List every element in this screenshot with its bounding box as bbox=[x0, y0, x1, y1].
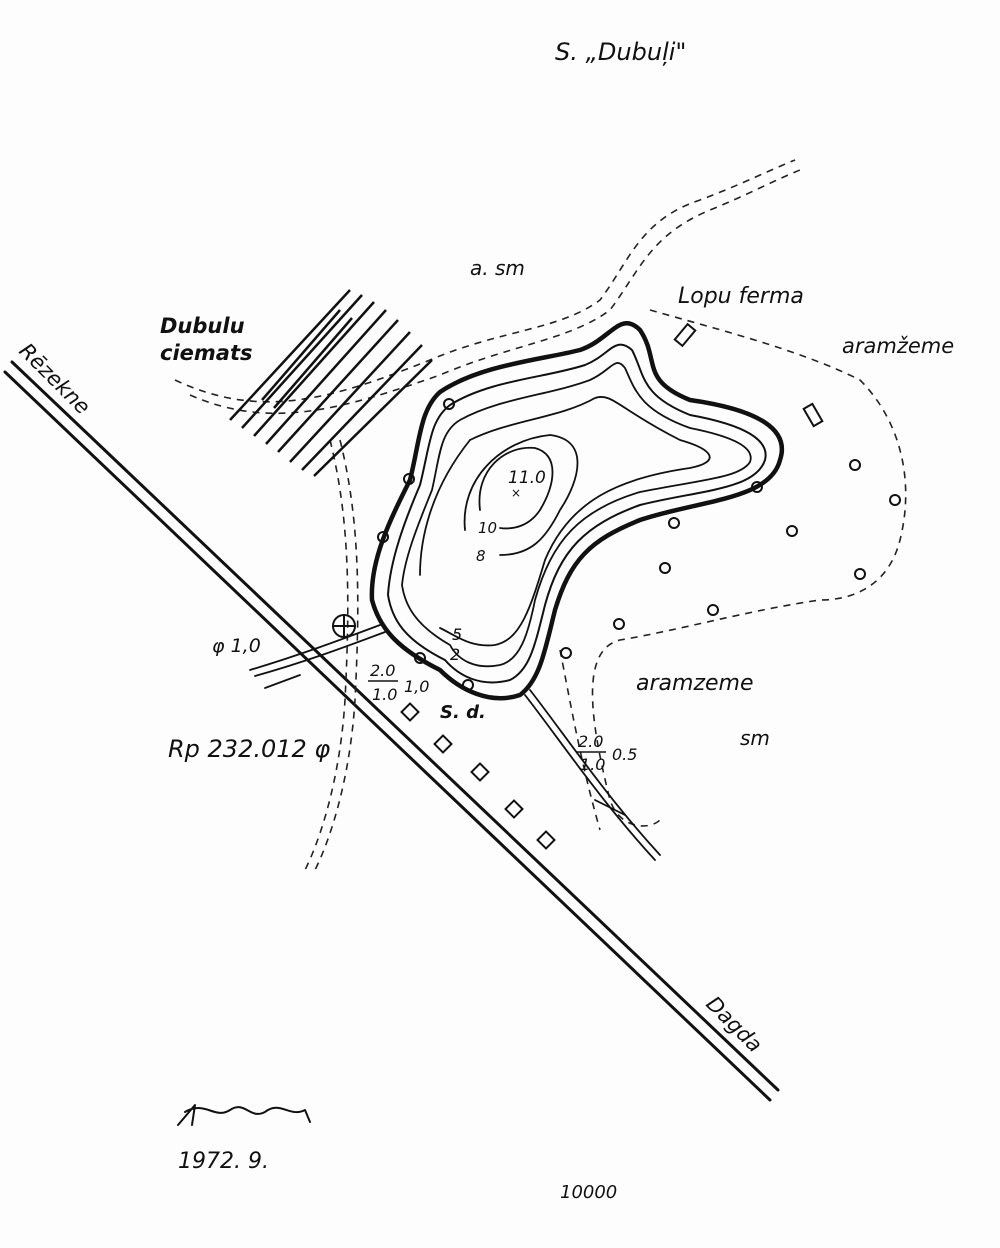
lake bbox=[369, 321, 784, 701]
depth-east-side: 0.5 bbox=[612, 745, 637, 764]
village-hatch bbox=[229, 289, 433, 477]
pipe-label: φ 1,0 bbox=[212, 635, 261, 657]
arable-label-2: aramzeme bbox=[636, 671, 754, 696]
road bbox=[3, 360, 780, 1102]
well-symbol bbox=[332, 614, 356, 638]
depth-east-num: 2.0 bbox=[578, 732, 603, 751]
date-label: 1972. 9. bbox=[178, 1149, 269, 1174]
scale-label: 10000 bbox=[560, 1182, 617, 1203]
contour-5-label: 5 bbox=[452, 625, 462, 644]
road-label-rezekne: Rēzekne bbox=[14, 339, 95, 420]
depth-west-side: 1,0 bbox=[404, 677, 429, 696]
village-label-2: ciemats bbox=[160, 341, 252, 365]
contour-10-label: 10 bbox=[478, 519, 497, 537]
depth-east-den: 1.0 bbox=[580, 755, 605, 774]
village-label-1: Dubulu bbox=[160, 314, 245, 338]
meadow-label-bottom: sm bbox=[740, 726, 770, 750]
deepest-point-marker: × bbox=[511, 486, 521, 500]
streams bbox=[249, 624, 661, 861]
signature bbox=[177, 1104, 311, 1126]
farm-label: Lopu ferma bbox=[678, 284, 804, 309]
dirt-roads bbox=[174, 159, 907, 871]
arable-label-1: aramžeme bbox=[842, 334, 954, 358]
depth-west-den: 1.0 bbox=[372, 685, 397, 704]
tree-symbols bbox=[377, 398, 901, 691]
building-symbols bbox=[400, 322, 824, 850]
map-title: S. „Dubuļi" bbox=[555, 38, 686, 66]
contour-2-label: 2 bbox=[450, 645, 460, 664]
max-depth-label: 11.0 bbox=[508, 468, 546, 488]
depth-west-num: 2.0 bbox=[370, 661, 395, 680]
meadow-label-top: a. sm bbox=[470, 256, 525, 280]
benchmark-label: Rp 232.012 φ bbox=[168, 735, 330, 763]
sd-label: S. d. bbox=[440, 702, 486, 723]
contour-8-label: 8 bbox=[476, 547, 486, 565]
